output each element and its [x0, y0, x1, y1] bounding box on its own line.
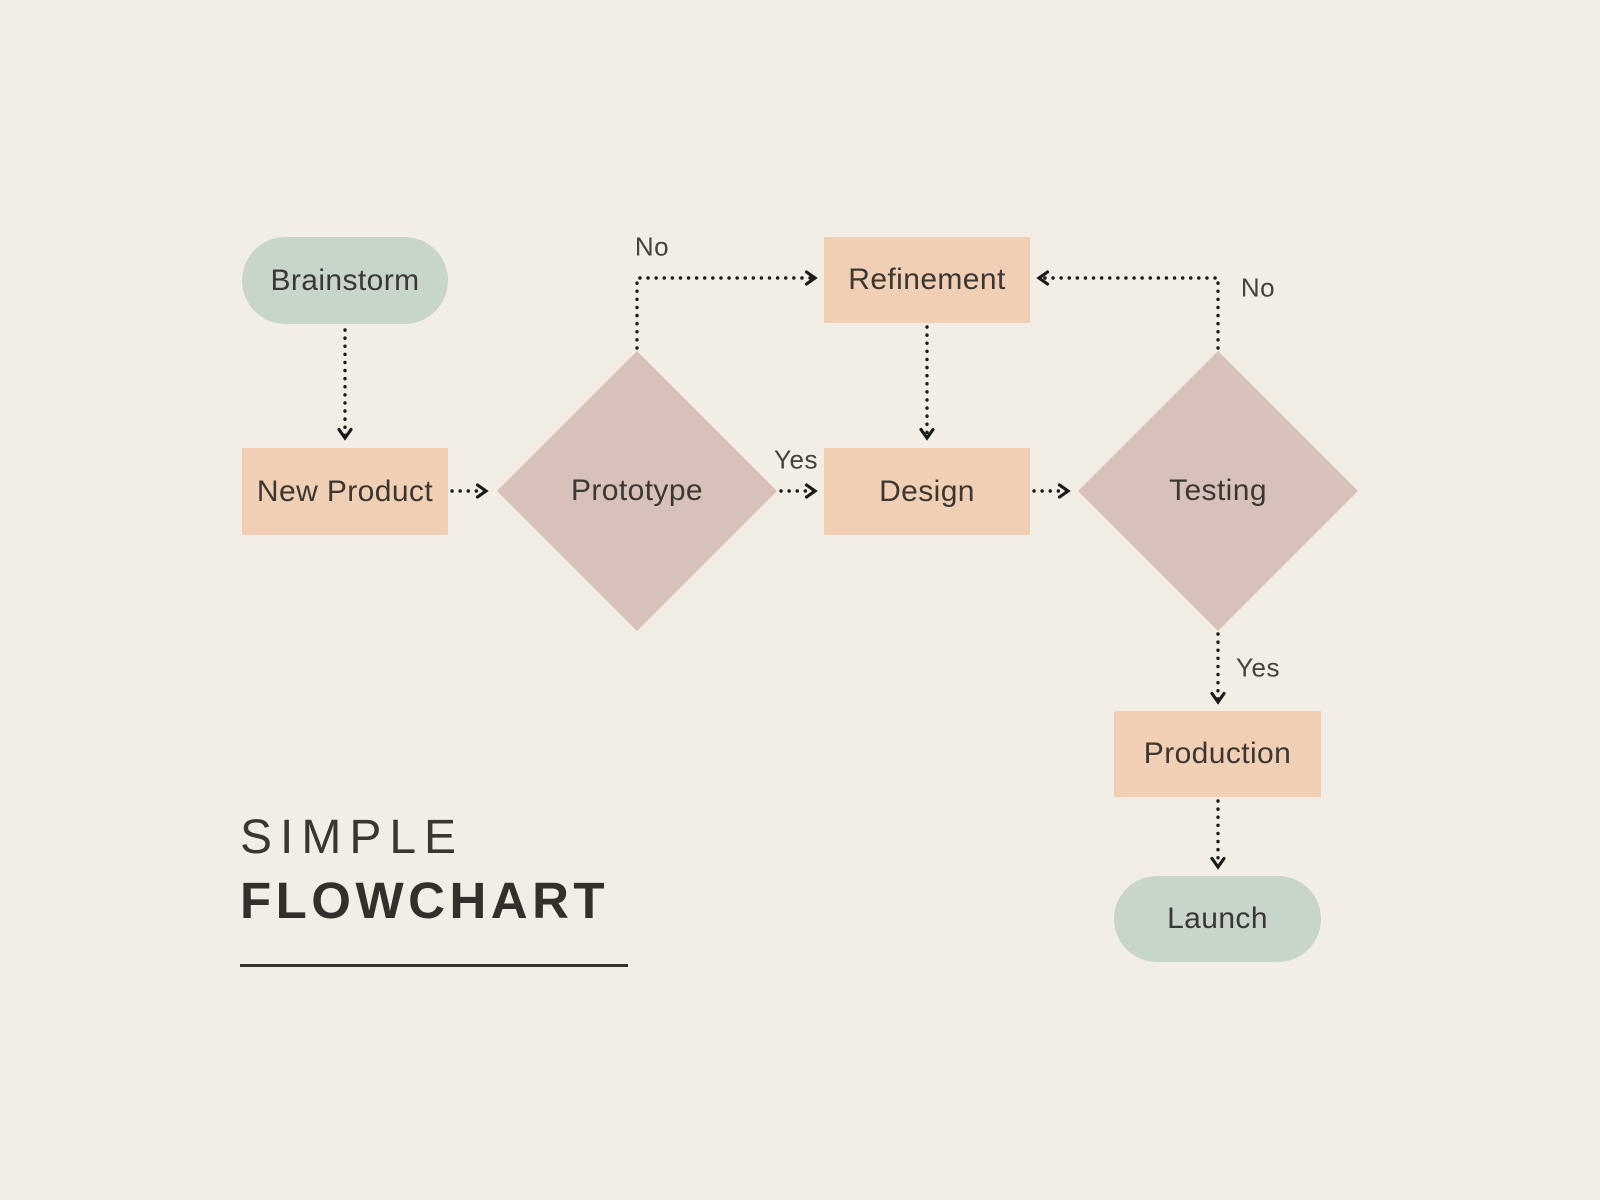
edge-label-prototype-no: No — [634, 231, 670, 262]
node-launch-label: Launch — [1167, 902, 1268, 935]
node-new-product: New Product — [242, 448, 448, 535]
edge-testing-no-to-refinement — [1036, 270, 1220, 350]
node-prototype-label: Prototype — [570, 474, 703, 507]
edge-prototype-no-to-refinement — [635, 270, 818, 350]
edge-label-testing-yes: Yes — [1236, 652, 1280, 683]
node-production-label: Production — [1143, 737, 1292, 770]
title-line-1: SIMPLE — [240, 811, 465, 864]
node-production: Production — [1114, 711, 1321, 797]
node-prototype: Prototype — [496, 350, 778, 632]
node-launch: Launch — [1114, 876, 1321, 962]
node-brainstorm: Brainstorm — [242, 237, 448, 324]
node-testing: Testing — [1077, 350, 1359, 632]
node-brainstorm-label: Brainstorm — [270, 263, 420, 297]
node-refinement-label: Refinement — [848, 263, 1006, 296]
title-line-2: FLOWCHART — [240, 872, 610, 929]
title-block: SIMPLE FLOWCHART — [240, 810, 628, 967]
edge-label-testing-no: No — [1240, 272, 1276, 303]
node-refinement: Refinement — [824, 237, 1030, 323]
node-design-label: Design — [879, 474, 975, 508]
title-underline — [240, 964, 628, 967]
node-new-product-label: New Product — [256, 474, 434, 508]
edge-label-prototype-yes: Yes — [774, 444, 818, 475]
node-testing-label: Testing — [1169, 474, 1267, 507]
node-design: Design — [824, 448, 1030, 535]
